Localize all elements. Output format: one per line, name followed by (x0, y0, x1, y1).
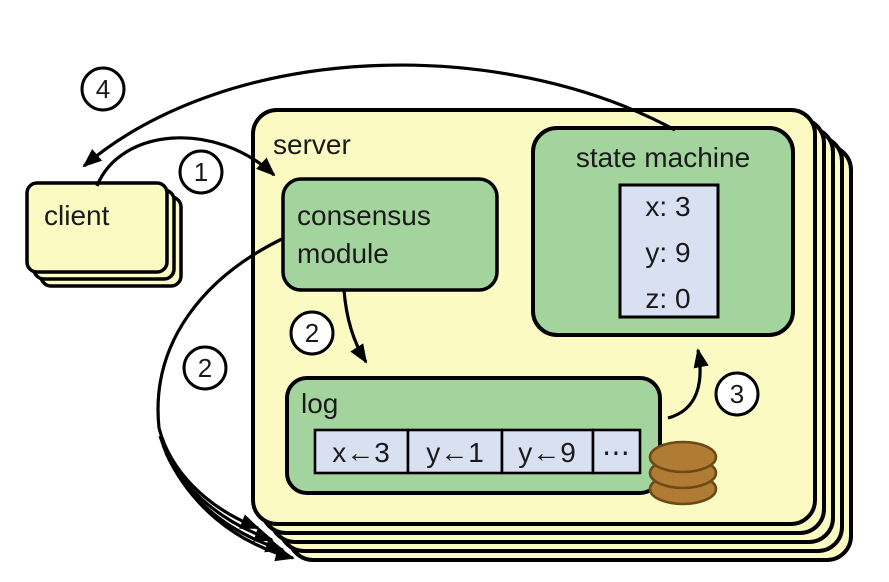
log-entry-cell (406, 428, 504, 475)
log-entry-text: y←9 (518, 437, 576, 468)
step-2-badge-inner: 2 (289, 310, 335, 356)
arrow-client-to-consensus (95, 136, 276, 187)
state-var-x: x: 3 (645, 191, 690, 222)
state-machine-label: state machine (576, 142, 750, 173)
replication-trunk-curve (156, 236, 285, 429)
step-2-number: 2 (198, 353, 212, 383)
arrow-log-to-state-machine (667, 348, 709, 420)
step-2-badge-outer: 2 (182, 345, 228, 391)
disk-ellipse (648, 440, 718, 474)
consensus-module-label-line1: consensus (297, 200, 431, 231)
arrow-consensus-to-log (342, 289, 368, 364)
step-3-badge: 3 (714, 371, 760, 417)
disk-stack-icon (648, 440, 718, 506)
state-values-box (618, 183, 720, 319)
log-entry-cell (591, 428, 642, 475)
consensus-module-label-line2: module (297, 238, 389, 269)
client-stack (25, 181, 183, 288)
step-1-badge: 1 (178, 149, 224, 195)
log-label: log (301, 388, 338, 419)
step-3-number: 3 (730, 379, 744, 409)
arrow-consensus-to-other-servers (156, 236, 295, 562)
client-label: client (44, 200, 110, 231)
state-var-z: z: 0 (645, 283, 690, 314)
log-entry-text: ⋯ (602, 437, 630, 468)
log-entries-row: x←3 y←1 y←9 ⋯ (313, 428, 642, 475)
step-2-number: 2 (305, 318, 319, 348)
step-4-badge: 4 (80, 66, 126, 112)
step-4-number: 4 (96, 74, 110, 104)
consensus-module-box (281, 177, 499, 292)
log-entry-text: x←3 (332, 437, 390, 468)
replication-fan-arrow (164, 452, 295, 562)
state-var-y: y: 9 (645, 237, 690, 268)
arrow-state-machine-to-client (82, 63, 676, 168)
server-label: server (273, 129, 351, 160)
log-entry-cell (500, 428, 595, 475)
step-1-number: 1 (194, 157, 208, 187)
log-entry-text: y←1 (426, 437, 484, 468)
